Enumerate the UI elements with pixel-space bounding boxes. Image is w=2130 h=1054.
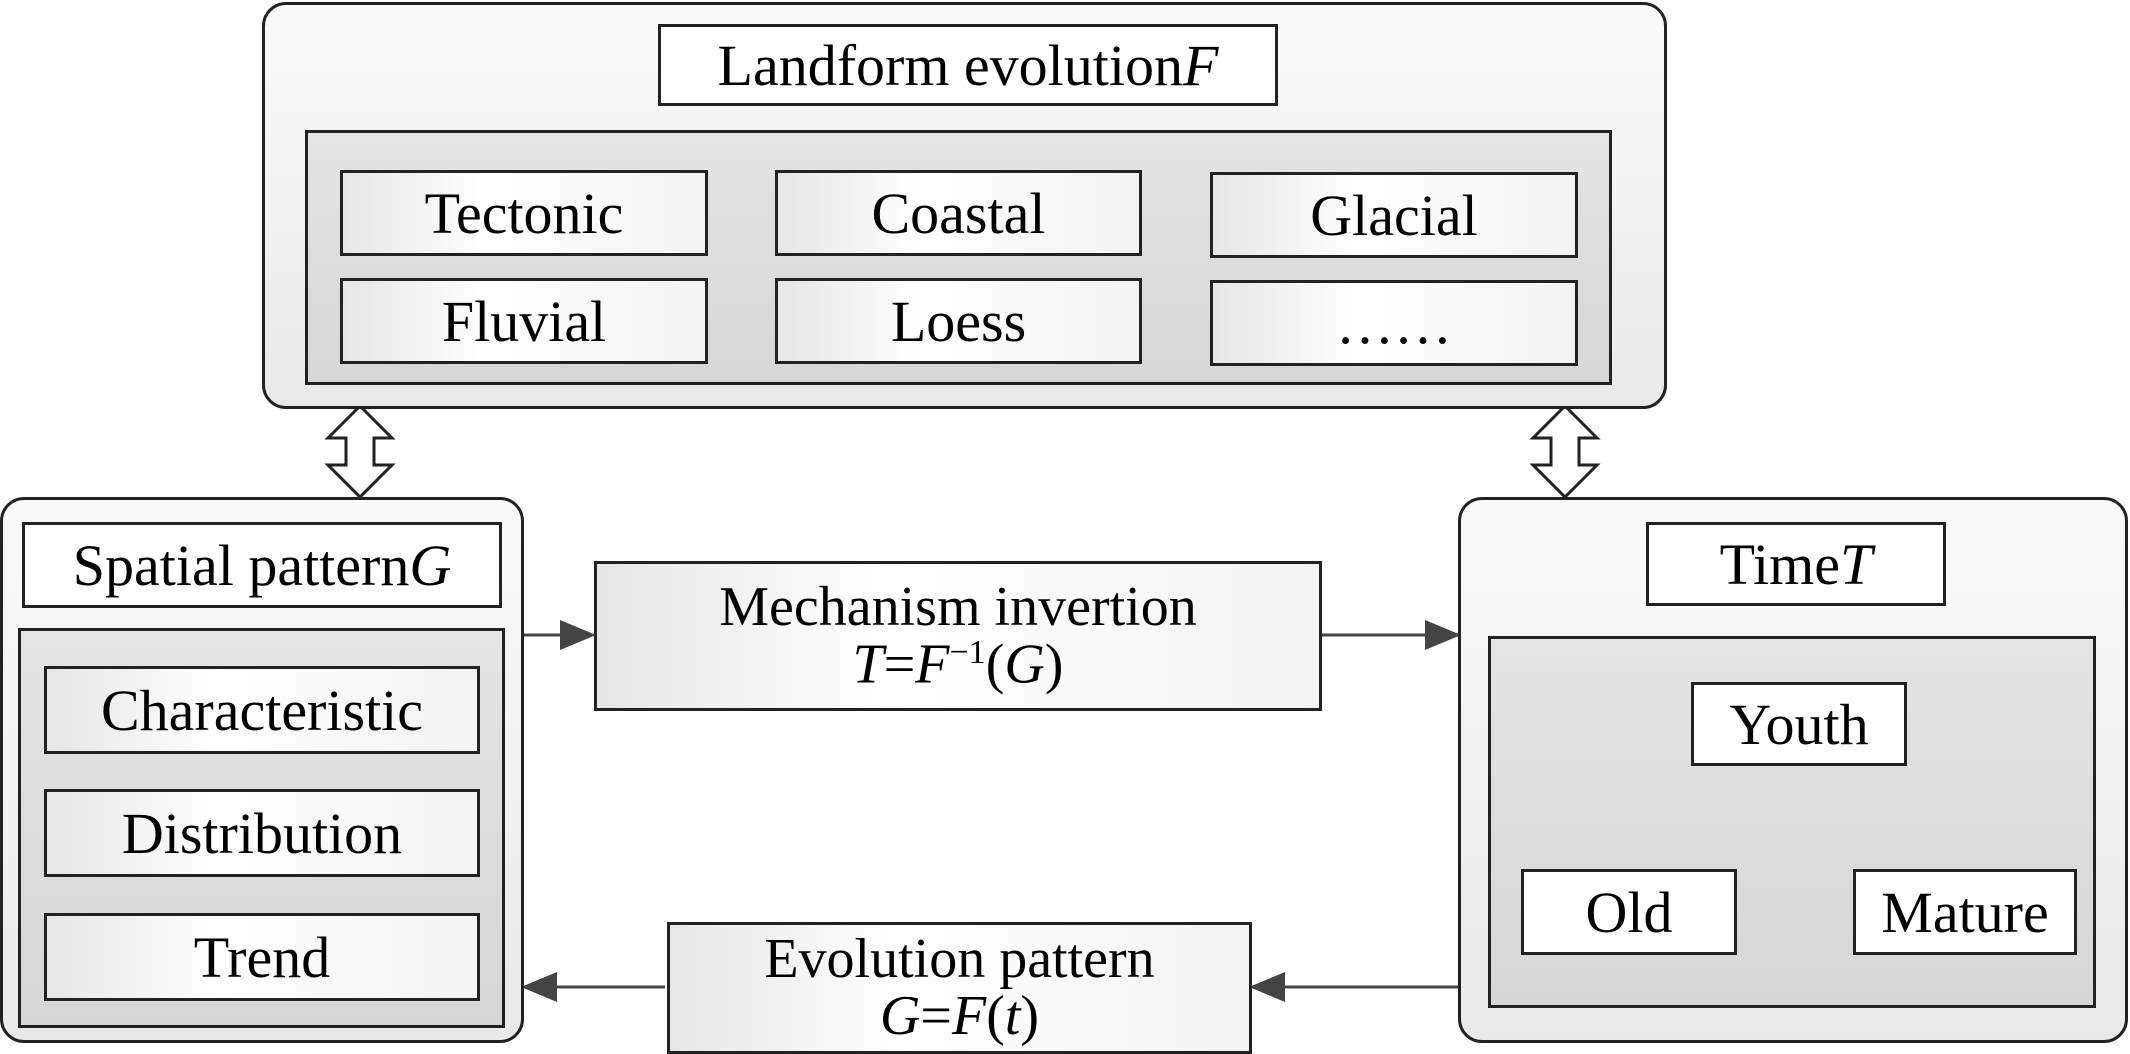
double-arrow-right-icon <box>1529 403 1601 500</box>
double-arrow-left-icon <box>324 403 396 500</box>
landform-title-text: Landform evolution <box>717 32 1184 98</box>
landform-type-loess: Loess <box>775 278 1142 364</box>
mechanism-formula: T=F−1(G) <box>852 633 1064 696</box>
spatial-item-distribution: Distribution <box>44 789 480 877</box>
landform-title-var: F <box>1183 32 1219 98</box>
spatial-title-text: Spatial pattern <box>72 532 410 598</box>
time-title-text: Time <box>1719 531 1841 597</box>
mechanism-inversion-box: Mechanism invertion T=F−1(G) <box>594 561 1322 711</box>
stage-mature: Mature <box>1853 869 2077 955</box>
landform-type-coastal: Coastal <box>775 170 1142 256</box>
evolution-label: Evolution pattern <box>764 927 1155 990</box>
spatial-item-trend: Trend <box>44 913 480 1001</box>
spatial-item-characteristic: Characteristic <box>44 666 480 754</box>
landform-type-tectonic: Tectonic <box>340 170 708 256</box>
landform-type-glacial: Glacial <box>1210 172 1578 258</box>
stage-old: Old <box>1521 869 1737 955</box>
evolution-formula: G=F(t) <box>879 985 1040 1047</box>
spatial-title-var: G <box>409 532 452 598</box>
evolution-pattern-box: Evolution pattern G=F(t) <box>667 922 1252 1054</box>
landform-evolution-title: Landform evolution F <box>658 24 1278 106</box>
time-title: Time T <box>1646 522 1946 606</box>
mechanism-label: Mechanism invertion <box>719 575 1197 638</box>
landform-type-fluvial: Fluvial <box>340 278 708 364</box>
spatial-pattern-title: Spatial pattern G <box>22 522 502 608</box>
stage-youth: Youth <box>1691 682 1907 766</box>
landform-type-more: …… <box>1210 280 1578 366</box>
time-title-var: T <box>1840 531 1873 597</box>
